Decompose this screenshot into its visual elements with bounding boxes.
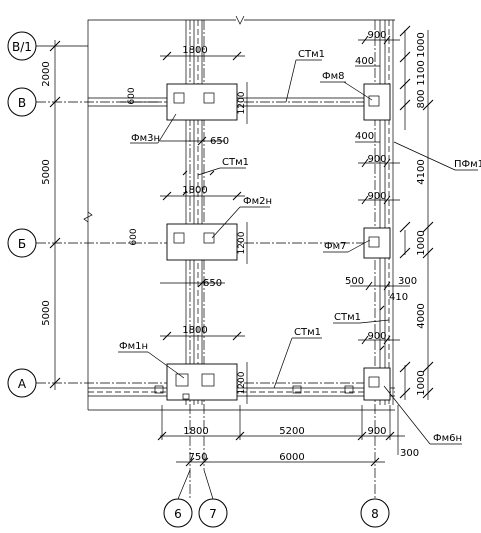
dim-left-5000a: 5000 — [41, 159, 52, 184]
axis-col-8: 8 — [360, 20, 390, 528]
dim-400a: 400 — [355, 56, 374, 67]
label-fm3n: Фм3н — [131, 133, 160, 144]
dim-410: 410 — [389, 292, 408, 303]
dim-b-5200: 5200 — [279, 426, 304, 437]
dim-650b: 650 — [203, 278, 222, 289]
label-fm1n: Фм1н — [119, 341, 148, 352]
label-fm7: Фм7 — [324, 241, 347, 252]
label-fm8: Фм8 — [322, 71, 345, 82]
dim-300a: 300 — [398, 276, 417, 287]
axis-row-v1: В/1 — [7, 31, 88, 61]
foundation-fm2n — [166, 223, 238, 261]
dim-r-1000a: 1000 — [416, 32, 427, 57]
foundation-fm7 — [363, 227, 391, 259]
dim-r-4100: 4100 — [416, 159, 427, 184]
axis-row-v-label: В — [18, 96, 26, 110]
axis-col-6: 6 — [163, 20, 193, 528]
leaders: СТм1 СТм1 СТм1 СТм1 Фм3н Фм2н Фм1н Фм8 Ф… — [118, 49, 481, 445]
foundation-fm3n — [166, 83, 238, 121]
beam-col-8 — [379, 20, 394, 405]
dim-r-1000b: 1000 — [416, 230, 427, 255]
dim-t-1800b: 1800 — [182, 185, 207, 196]
label-fm2n: Фм2н — [243, 196, 272, 207]
axis-col-6-label: 6 — [174, 507, 182, 521]
dim-chain-right: 1000 1100 800 4100 1000 4000 1000 — [399, 25, 434, 400]
dims-foundation-widths: 1800 1800 1800 650 650 600 600 1200 1200… — [120, 45, 248, 404]
axis-row-v1-label: В/1 — [12, 40, 32, 54]
dim-left-5000b: 5000 — [41, 300, 52, 325]
axis-row-b: Б — [7, 228, 385, 258]
dim-b-300: 300 — [400, 448, 419, 459]
dim-r-4000: 4000 — [416, 303, 427, 328]
label-beam-bottom: СТм1 — [294, 327, 321, 338]
dim-r-1000c: 1000 — [416, 370, 427, 395]
foundation-fm6n — [363, 367, 391, 401]
dim-t-900b: 900 — [367, 154, 386, 165]
small-piers — [154, 385, 354, 400]
axis-col-7-label: 7 — [209, 507, 217, 521]
label-fm6n: Фм6н — [433, 433, 462, 444]
dim-600b: 600 — [129, 228, 139, 245]
dim-t-900a: 900 — [367, 30, 386, 41]
dim-500: 500 — [345, 276, 364, 287]
dim-400b: 400 — [355, 131, 374, 142]
dim-b-6000: 6000 — [279, 452, 304, 463]
axis-row-v: В — [7, 87, 385, 117]
dims-col-8: 900 400 400 900 900 500 300 410 900 — [345, 30, 417, 345]
label-beam-mid: СТм1 — [222, 157, 249, 168]
dim-1200a: 1200 — [237, 91, 247, 114]
dim-t-900d: 900 — [367, 331, 386, 342]
dim-b-900: 900 — [367, 426, 386, 437]
axis-row-a-label: А — [18, 377, 27, 391]
dim-600a: 600 — [127, 87, 137, 104]
dim-left-2000: 2000 — [41, 61, 52, 86]
dim-1200b: 1200 — [237, 231, 247, 254]
axis-row-a: А — [7, 368, 385, 398]
axis-row-b-label: Б — [18, 237, 26, 251]
dim-t-1800a: 1800 — [182, 45, 207, 56]
beam-row-a — [88, 387, 395, 397]
beam-col-6-7 — [185, 20, 203, 405]
label-beam-top: СТм1 — [298, 49, 325, 60]
axis-col-8-label: 8 — [371, 507, 379, 521]
dim-b-1800: 1800 — [183, 426, 208, 437]
dim-650a: 650 — [210, 136, 229, 147]
plan-border — [83, 15, 395, 411]
foundation-fm8 — [363, 83, 391, 121]
label-pfm1: ПФм1 — [454, 159, 481, 170]
dim-chain-bottom: 1800 5200 900 300 750 6000 — [157, 405, 419, 467]
foundation-fm1n — [166, 363, 238, 401]
label-beam-right: СТм1 — [334, 312, 361, 323]
dim-t-1800c: 1800 — [182, 325, 207, 336]
dim-r-800: 800 — [416, 89, 427, 108]
dim-r-1100: 1100 — [416, 60, 427, 85]
section-ticks — [182, 170, 385, 351]
dim-t-900c: 900 — [367, 191, 386, 202]
dim-1200c: 1200 — [237, 371, 247, 394]
dim-b-750: 750 — [188, 452, 207, 463]
dim-chain-left: 2000 5000 5000 — [41, 40, 61, 390]
